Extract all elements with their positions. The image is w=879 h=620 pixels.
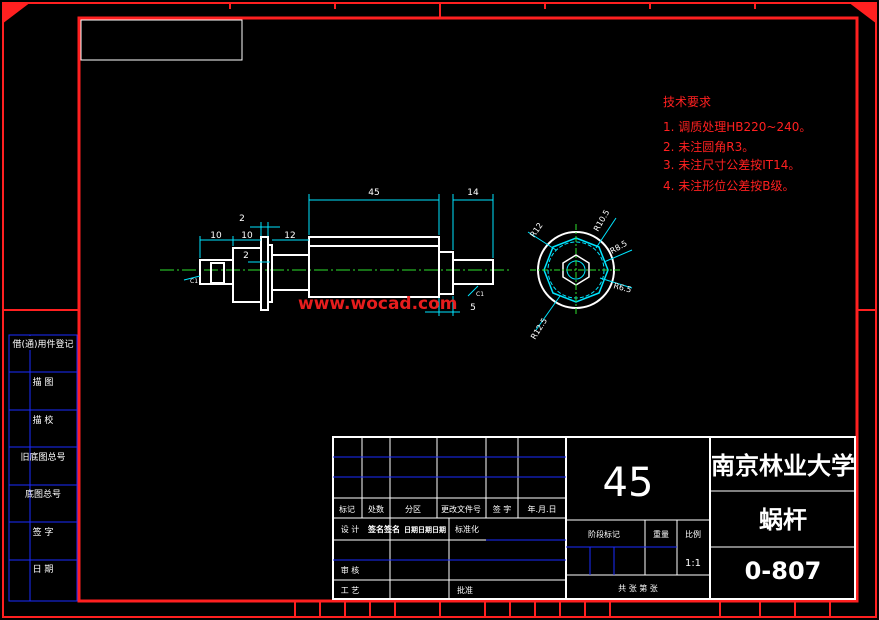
side-label-7: 日 期 <box>33 564 54 575</box>
dim-45: 45 <box>368 188 379 198</box>
part-name: 蜗杆 <box>759 506 807 534</box>
scale-value: 1:1 <box>685 558 701 569</box>
dim-14: 14 <box>467 188 479 198</box>
review-label: 审 核 <box>341 565 360 575</box>
hdr-count: 处数 <box>368 504 384 514</box>
tech-item-3: 3. 未注尺寸公差按IT14。 <box>663 157 800 172</box>
school-name: 南京林业大学 <box>711 452 855 480</box>
design-date: 日期日期日期 <box>404 525 446 534</box>
title-block-grid <box>333 456 566 541</box>
design-signature: 签名签名 <box>367 524 400 534</box>
dim-12: 12 <box>284 231 295 241</box>
side-label-1: 借(通)用件登记 <box>12 338 73 350</box>
tech-item-4: 4. 未注形位公差按B级。 <box>663 178 795 193</box>
drawing-number: 0-807 <box>745 557 822 585</box>
hdr-date: 年.月.日 <box>527 504 556 514</box>
cross-section <box>527 217 633 331</box>
side-label-4: 旧底图总号 <box>20 451 65 463</box>
dimension-lines <box>183 194 494 316</box>
watermark: www.wocad.com <box>298 294 458 314</box>
code-box <box>80 19 243 61</box>
label-r12-5: R12.5 <box>529 316 549 341</box>
approve-label: 批准 <box>457 585 473 595</box>
dim-2b: 2 <box>243 251 249 261</box>
title-block-texts: 45 南京林业大学 蜗杆 0-807 标记 处数 分区 更改文件号 签 字 年.… <box>339 452 855 595</box>
dim-10a: 10 <box>210 231 222 241</box>
shaft-outline <box>199 236 494 311</box>
hdr-sign: 签 字 <box>493 504 512 514</box>
side-label-2: 描 图 <box>33 376 54 388</box>
dim-5: 5 <box>470 303 476 313</box>
dim-10b: 10 <box>241 231 253 241</box>
side-label-5: 底图总号 <box>25 488 61 500</box>
hdr-change: 更改文件号 <box>441 504 481 514</box>
side-labels: 借(通)用件登记 描 图 描 校 旧底图总号 底图总号 签 字 日 期 <box>10 336 76 575</box>
standardize-label: 标准化 <box>455 524 479 534</box>
dim-c1: C1 <box>476 291 484 298</box>
dim-c1b: C1 <box>190 278 198 285</box>
side-table <box>8 334 78 602</box>
tech-item-1: 1. 调质处理HB220~240。 <box>663 120 811 134</box>
hdr-mark: 标记 <box>339 504 355 514</box>
section-labels: R12 R10.5 R8.5 R6.5 R12.5 <box>528 208 632 341</box>
tech-heading: 技术要求 <box>663 95 711 109</box>
process-label: 工 艺 <box>341 586 360 595</box>
side-label-6: 签 字 <box>33 526 54 538</box>
dim-2a: 2 <box>239 214 245 224</box>
weight-label: 重量 <box>653 529 669 539</box>
tech-requirements: 技术要求 1. 调质处理HB220~240。 2. 未注圆角R3。 3. 未注尺… <box>663 95 811 193</box>
label-r12: R12 <box>528 221 544 239</box>
side-label-3: 描 校 <box>33 414 54 426</box>
dimension-texts: 45 14 10 10 12 2 2 5 C1 C1 <box>190 188 484 313</box>
material: 45 <box>603 460 654 506</box>
label-r6-5: R6.5 <box>612 281 632 294</box>
tech-item-2: 2. 未注圆角R3。 <box>663 139 754 154</box>
hdr-zone: 分区 <box>405 505 421 514</box>
stage-label: 阶段标记 <box>588 529 620 539</box>
design-label: 设 计 <box>341 524 360 534</box>
scale-label: 比例 <box>685 529 701 539</box>
sheets-label: 共 张 第 张 <box>618 583 658 593</box>
